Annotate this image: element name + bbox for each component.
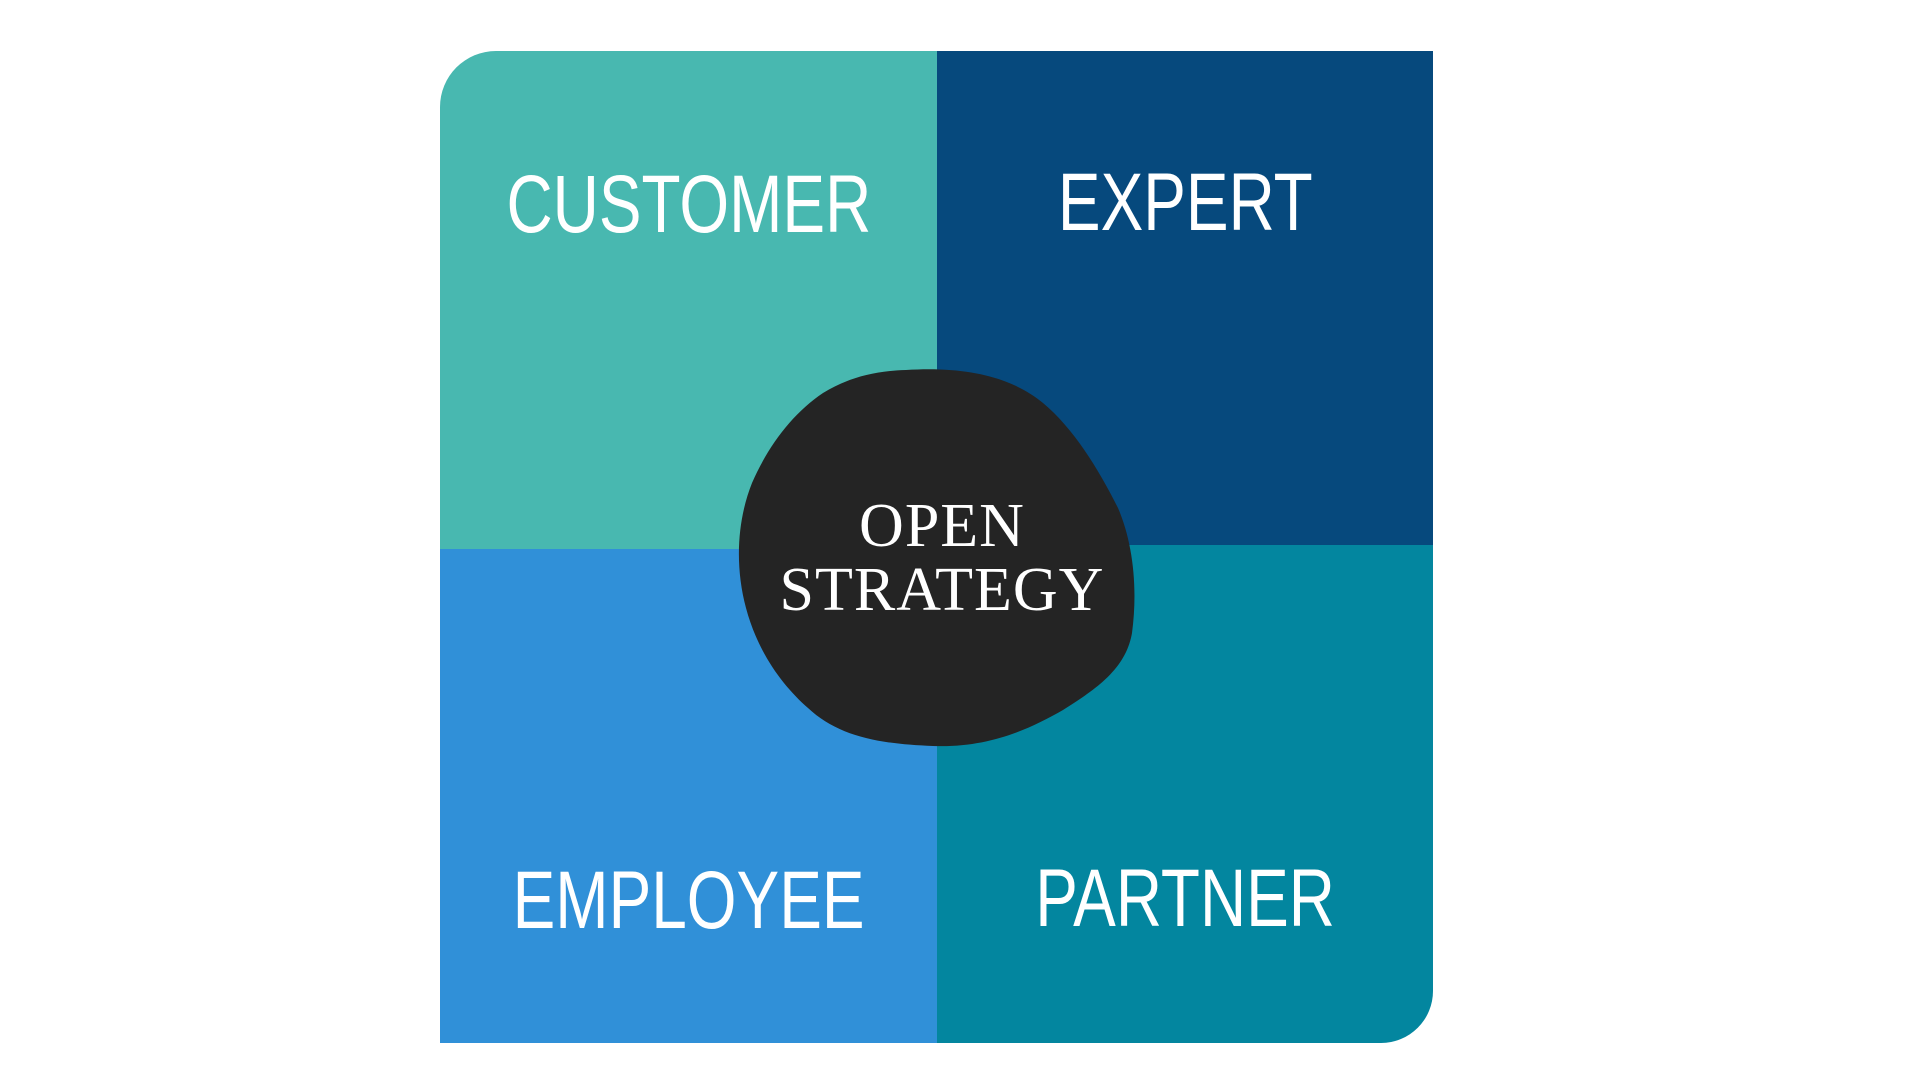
center-label-line1: OPEN [859,492,1025,560]
quadrant-expert-label: EXPERT [1057,157,1313,248]
quadrant-employee: EMPLOYEE [440,549,937,1043]
center-label-line2: STRATEGY [779,556,1105,624]
quadrant-customer-label: CUSTOMER [506,159,871,250]
center-blob: OPEN STRATEGY [738,368,1146,748]
center-blob-shape [738,369,1135,747]
quadrant-employee-label: EMPLOYEE [512,855,865,946]
center-label: OPEN STRATEGY [738,368,1146,748]
quadrant-customer: CUSTOMER [440,51,937,549]
quadrant-partner-label: PARTNER [1035,853,1335,944]
